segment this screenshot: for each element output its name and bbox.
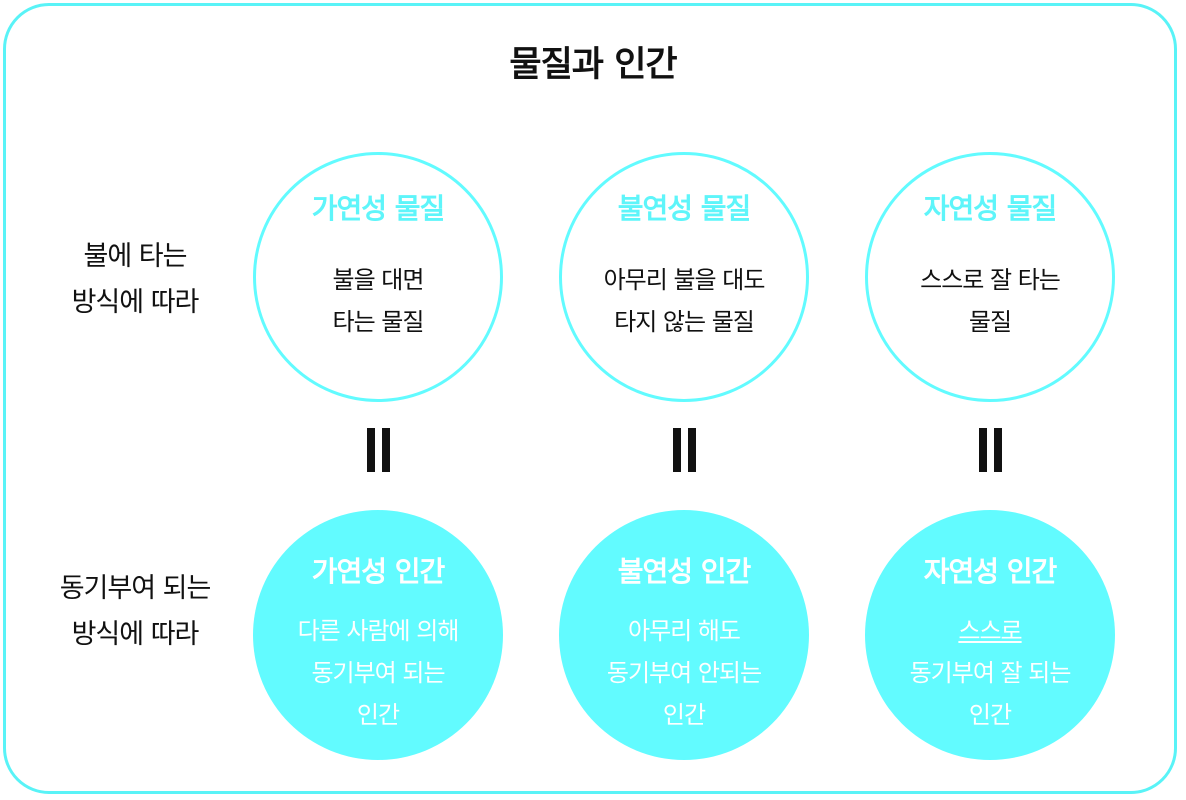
material-description: 아무리 불을 대도 타지 않는 물질 — [562, 259, 806, 343]
material-title: 불연성 물질 — [617, 192, 752, 225]
row-label-line: 불에 타는 — [83, 241, 188, 272]
description-line: 인간 — [662, 701, 706, 729]
row-label-line: 동기부여 되는 — [59, 573, 212, 604]
human-circle-selfcombusting: 자연성 인간 스스로 동기부여 잘 되는 인간 — [865, 510, 1115, 760]
diagram-title: 물질과 인간 — [509, 45, 677, 85]
equivalence-marker — [367, 428, 391, 472]
human-circle-flammable: 가연성 인간 다른 사람에 의해 동기부여 되는 인간 — [253, 510, 503, 760]
material-circle-nonflammable: 불연성 물질 아무리 불을 대도 타지 않는 물질 — [559, 152, 809, 402]
description-line: 동기부여 잘 되는 — [909, 659, 1072, 687]
human-circle-nonflammable: 불연성 인간 아무리 해도 동기부여 안되는 인간 — [559, 510, 809, 760]
human-title: 불연성 인간 — [617, 555, 752, 588]
description-line: 인간 — [968, 701, 1012, 729]
human-title: 자연성 인간 — [923, 555, 1058, 588]
human-description: 다른 사람에 의해 동기부여 되는 인간 — [253, 610, 503, 736]
human-title: 가연성 인간 — [311, 555, 446, 588]
description-line: 동기부여 안되는 — [606, 659, 762, 687]
diagram-frame — [3, 3, 1177, 794]
row-label-burning: 불에 타는 방식에 따라 — [20, 234, 250, 326]
material-description: 스스로 잘 타는 물질 — [868, 259, 1112, 343]
material-title: 가연성 물질 — [311, 192, 446, 225]
description-line: 타지 않는 물질 — [614, 308, 755, 336]
description-line: 물질 — [968, 308, 1012, 336]
description-line: 아무리 불을 대도 — [603, 266, 766, 294]
equivalence-marker — [979, 428, 1003, 472]
description-line: 인간 — [356, 701, 400, 729]
human-description: 스스로 동기부여 잘 되는 인간 — [865, 610, 1115, 736]
description-line: 동기부여 되는 — [311, 659, 445, 687]
row-label-line: 방식에 따라 — [71, 619, 200, 650]
material-title: 자연성 물질 — [923, 192, 1058, 225]
material-circle-flammable: 가연성 물질 불을 대면 타는 물질 — [253, 152, 503, 402]
description-line: 스스로 잘 타는 — [920, 266, 1061, 294]
description-line: 아무리 해도 — [627, 617, 741, 645]
row-label-line: 방식에 따라 — [71, 287, 200, 318]
row-label-motivation: 동기부여 되는 방식에 따라 — [20, 566, 250, 658]
equivalence-marker — [673, 428, 697, 472]
description-line: 불을 대면 — [332, 266, 425, 294]
material-circle-selfcombusting: 자연성 물질 스스로 잘 타는 물질 — [865, 152, 1115, 402]
description-line: 다른 사람에 의해 — [297, 617, 460, 645]
material-description: 불을 대면 타는 물질 — [256, 259, 500, 343]
description-line: 타는 물질 — [332, 308, 425, 336]
human-description: 아무리 해도 동기부여 안되는 인간 — [559, 610, 809, 736]
description-line: 스스로 — [958, 617, 1022, 645]
